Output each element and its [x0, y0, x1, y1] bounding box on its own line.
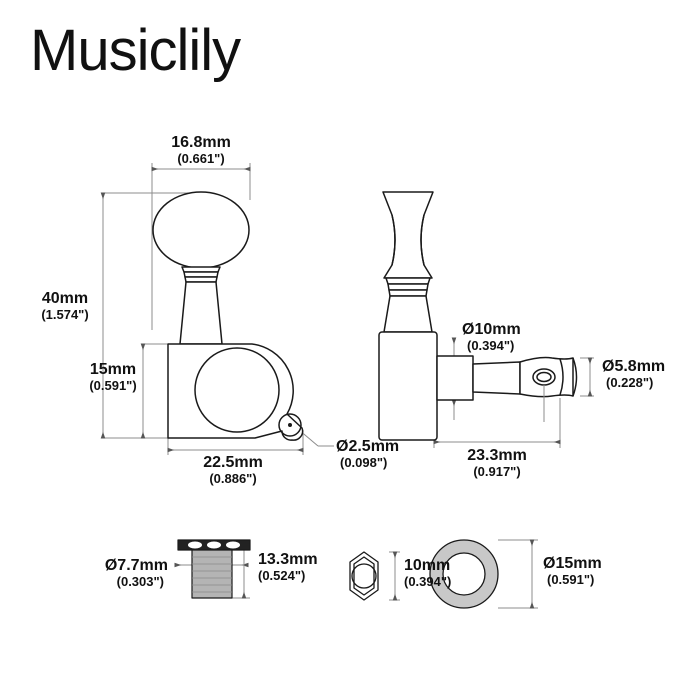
- side-collar-ring-2: [387, 283, 429, 291]
- thread-lines: [192, 556, 232, 593]
- side-collar-ring-1: [385, 277, 431, 285]
- label-total-height-inch: (1.574"): [41, 307, 88, 322]
- bushing-flange-notch-1: [188, 541, 202, 549]
- screw-hole-outer: [278, 413, 302, 437]
- label-washer-dia-mm: Ø15mm: [543, 555, 602, 572]
- tapered-neck: [179, 281, 223, 345]
- hex-nut-view: [349, 551, 379, 601]
- post-cap-seam: [559, 358, 564, 396]
- hex-nut-inner-circle: [351, 563, 377, 589]
- bushing-threaded-body: [191, 549, 233, 599]
- label-button-width-mm: 16.8mm: [171, 134, 231, 151]
- label-housing-width-mm: 22.5mm: [203, 454, 263, 471]
- label-bushing-height-inch: (0.524"): [258, 568, 305, 583]
- string-post-head: [519, 356, 574, 398]
- bushing-flange-notch-2: [207, 541, 221, 549]
- button-profile-inner-right: [420, 214, 425, 266]
- housing-body: [167, 343, 304, 441]
- gear-cover-circle: [194, 347, 280, 433]
- label-collar-dia-inch: (0.394"): [467, 338, 514, 353]
- label-washer-dia-inch: (0.591"): [547, 572, 594, 587]
- button-profile-inner-left: [391, 214, 396, 266]
- label-housing-height-inch: (0.591"): [89, 378, 136, 393]
- dimension-labels: 16.8mm (0.661") 40mm (1.574") 15mm (0.59…: [41, 134, 665, 589]
- side-view: [378, 191, 578, 441]
- label-post-length-inch: (0.917"): [473, 464, 520, 479]
- label-post-dia-mm: Ø5.8mm: [602, 358, 665, 375]
- label-hexnut-size-inch: (0.394"): [404, 574, 451, 589]
- label-post-length-mm: 23.3mm: [467, 447, 527, 464]
- bushing-flange-notch-3: [226, 541, 240, 549]
- hex-nut-outline: [349, 551, 379, 601]
- label-button-width-inch: (0.661"): [177, 151, 224, 166]
- post-end-cap: [572, 357, 578, 397]
- side-collar-ring-3: [388, 289, 428, 297]
- label-thread-dia-mm: Ø7.7mm: [105, 557, 168, 574]
- string-post-shaft: [472, 361, 521, 395]
- label-screw-hole-mm: Ø2.5mm: [336, 438, 399, 455]
- washer-view: [429, 539, 499, 609]
- side-housing-body: [378, 331, 438, 441]
- label-bushing-height-mm: 13.3mm: [258, 551, 318, 568]
- brand-logo: Musiclily: [30, 18, 241, 83]
- bushing-view: [177, 539, 251, 599]
- label-thread-dia-inch: (0.303"): [117, 574, 164, 589]
- screw-hole-center: [288, 423, 292, 427]
- label-post-dia-inch: (0.228"): [606, 375, 653, 390]
- label-screw-hole-inch: (0.098"): [340, 455, 387, 470]
- label-collar-dia-mm: Ø10mm: [462, 321, 521, 338]
- tuner-button-profile: [382, 191, 434, 279]
- tuner-button: [152, 191, 250, 269]
- bushing-collar: [436, 355, 474, 401]
- hex-nut-inner-hex: [353, 556, 375, 596]
- label-housing-width-inch: (0.886"): [209, 471, 256, 486]
- washer-inner-circle: [442, 552, 486, 596]
- side-tapered-neck: [383, 295, 433, 333]
- string-hole-inner: [536, 371, 552, 383]
- label-hexnut-size-mm: 10mm: [404, 557, 450, 574]
- label-total-height-mm: 40mm: [42, 290, 88, 307]
- front-view: [152, 191, 304, 441]
- label-housing-height-mm: 15mm: [90, 361, 136, 378]
